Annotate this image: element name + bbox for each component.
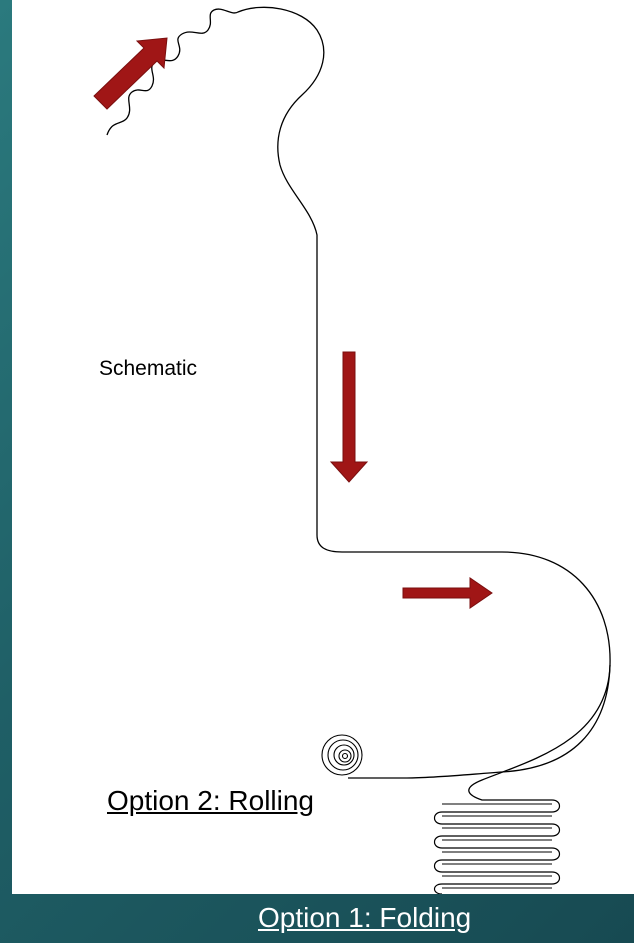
diagram-canvas: Schematic Option 2: Rolling bbox=[12, 0, 634, 894]
arrow-up-right-icon bbox=[93, 37, 168, 110]
tape-path bbox=[106, 6, 611, 779]
option-folding-label: Option 1: Folding bbox=[258, 902, 472, 933]
schematic-label: Schematic bbox=[99, 357, 198, 380]
option-rolling-label: Option 2: Rolling bbox=[107, 785, 315, 816]
tape-path-tail bbox=[468, 664, 611, 801]
arrow-right-icon bbox=[402, 577, 493, 609]
folded-zigzag-icon bbox=[433, 799, 561, 894]
arrow-down-icon bbox=[329, 351, 369, 483]
tape-path-diagram bbox=[93, 6, 611, 894]
spiral-icon bbox=[321, 734, 363, 776]
